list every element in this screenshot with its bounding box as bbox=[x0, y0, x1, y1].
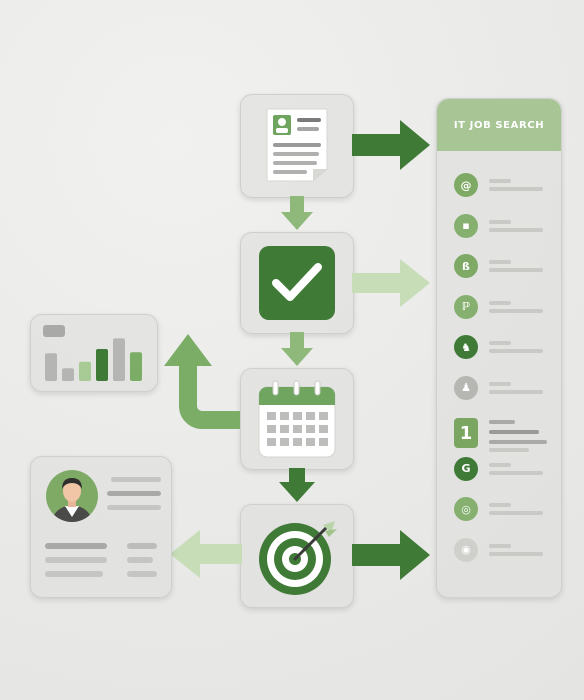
resume-document-icon bbox=[266, 108, 328, 182]
user-icon[interactable]: ♟ bbox=[454, 375, 478, 400]
job-listing-line bbox=[489, 179, 511, 183]
down-arrow-3 bbox=[279, 468, 315, 502]
target-goal-card bbox=[240, 504, 354, 608]
down-arrow-1 bbox=[281, 196, 313, 230]
people-icon[interactable]: ♞ bbox=[454, 335, 478, 359]
right-arrow-1 bbox=[352, 120, 430, 170]
job-listing-line bbox=[489, 268, 543, 272]
job-board-icon[interactable]: ℙ bbox=[454, 294, 478, 319]
job-listing-line bbox=[489, 511, 543, 515]
job-search-title: IT JOB SEARCH bbox=[453, 119, 545, 131]
chart-legend-box bbox=[43, 325, 65, 337]
instagram-icon[interactable]: ◎ bbox=[454, 497, 478, 521]
checkmark-icon bbox=[259, 246, 335, 320]
job-listing-line bbox=[489, 430, 539, 434]
profile-line bbox=[127, 571, 157, 577]
message-icon[interactable]: ▪ bbox=[454, 213, 478, 238]
job-listing-line bbox=[489, 440, 547, 444]
job-listing-line bbox=[489, 227, 543, 232]
job-listing-line bbox=[489, 341, 511, 345]
profile-line bbox=[127, 543, 157, 549]
candidate-profile-card bbox=[30, 456, 172, 598]
analytics-chart-card bbox=[30, 314, 158, 392]
profile-line bbox=[107, 491, 161, 496]
job-listing-line bbox=[489, 420, 515, 424]
job-listing-line bbox=[489, 381, 511, 386]
right-arrow-3 bbox=[352, 530, 430, 580]
profile-line bbox=[127, 557, 153, 563]
profile-line bbox=[45, 571, 103, 577]
profile-line bbox=[107, 505, 161, 510]
profile-line bbox=[45, 557, 107, 563]
chart-bar bbox=[113, 338, 125, 381]
schedule-step-card bbox=[240, 368, 354, 470]
linkedin-icon[interactable]: 1 bbox=[454, 418, 478, 448]
left-arrow-profile bbox=[170, 530, 242, 578]
job-listing-line bbox=[489, 300, 511, 305]
calendar-icon bbox=[258, 380, 336, 458]
bar-chart bbox=[45, 338, 142, 381]
settings-icon[interactable]: ◉ bbox=[454, 537, 478, 562]
job-listing-line bbox=[489, 308, 543, 313]
job-listing-line bbox=[489, 448, 529, 452]
chart-bar bbox=[79, 361, 91, 381]
job-search-header: IT JOB SEARCH bbox=[437, 99, 561, 151]
profile-line bbox=[111, 477, 161, 482]
job-listing-line bbox=[489, 349, 543, 353]
curved-arrow-analytics bbox=[164, 334, 240, 429]
job-listing-line bbox=[489, 219, 511, 224]
target-icon bbox=[259, 521, 337, 595]
job-listing-line bbox=[489, 260, 511, 264]
globe-icon[interactable]: G bbox=[454, 456, 478, 481]
down-arrow-2 bbox=[281, 332, 313, 366]
chart-bar bbox=[130, 352, 142, 381]
right-arrow-2 bbox=[352, 259, 430, 307]
job-listing-line bbox=[489, 503, 511, 507]
resume-step-card bbox=[240, 94, 354, 198]
chart-bar bbox=[96, 349, 108, 381]
approval-step-card bbox=[240, 232, 354, 334]
chat-icon[interactable]: @ bbox=[454, 173, 478, 197]
job-listing-line bbox=[489, 187, 543, 191]
link-icon[interactable]: ß bbox=[454, 254, 478, 278]
job-listing-line bbox=[489, 470, 543, 475]
chart-bar bbox=[45, 353, 57, 381]
job-listing-line bbox=[489, 543, 511, 548]
job-listing-line bbox=[489, 551, 543, 556]
chart-bar bbox=[62, 368, 74, 381]
profile-line bbox=[45, 543, 107, 549]
job-listing-line bbox=[489, 462, 511, 467]
avatar bbox=[46, 470, 98, 522]
job-listing-line bbox=[489, 389, 543, 394]
